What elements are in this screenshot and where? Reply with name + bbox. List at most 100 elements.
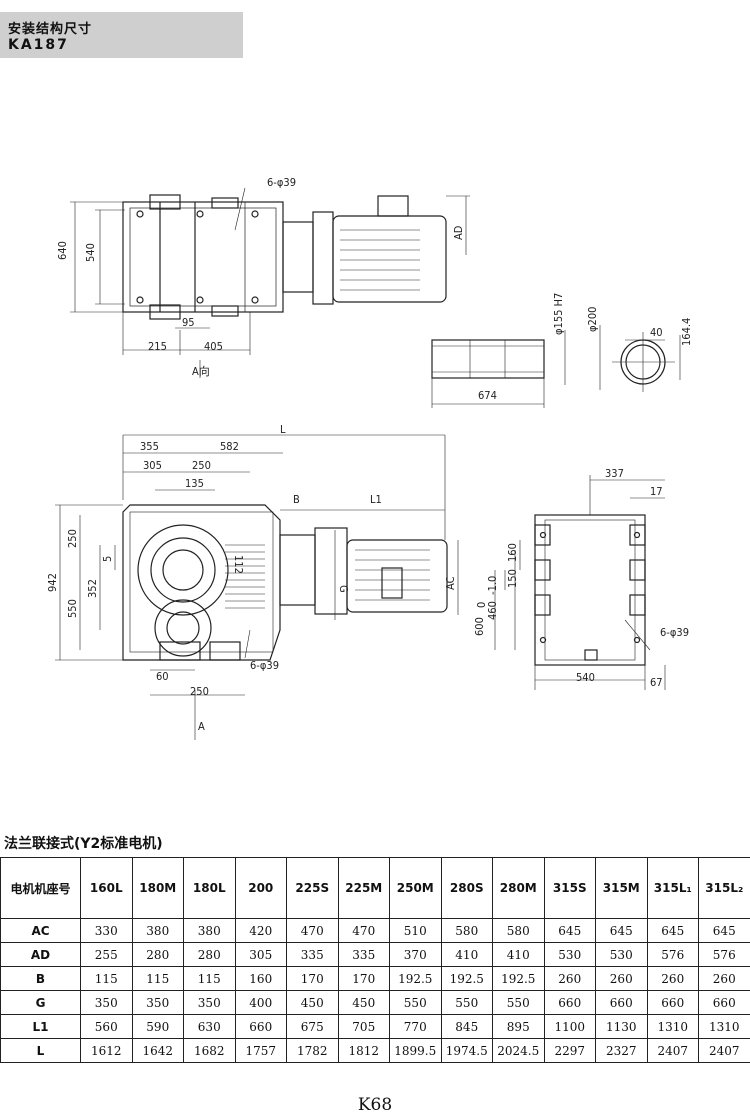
table-header-row: 电机机座号 160L 180M 180L 200 225S 225M 250M … <box>0 857 750 919</box>
side-view-outline <box>534 514 646 666</box>
dim-460: 460 <box>486 601 499 620</box>
table-cell: 705 <box>337 1014 390 1039</box>
row-label: B <box>0 966 81 991</box>
table-cell: 350 <box>183 990 236 1015</box>
view-a-arrow-label: A <box>198 720 205 733</box>
table-cell: 660 <box>234 1014 287 1039</box>
table-cell: 645 <box>543 918 596 943</box>
table-cell: 1100 <box>543 1014 596 1039</box>
dim-582: 582 <box>220 440 239 453</box>
top-view-outline <box>122 194 470 320</box>
top-hole-label: 6-φ39 <box>267 176 296 189</box>
table-cell: 2297 <box>543 1038 596 1063</box>
table-cell: 280 <box>183 942 236 967</box>
table-cell: 845 <box>440 1014 493 1039</box>
table-cell: 192.5 <box>389 966 442 991</box>
table-cell: 1310 <box>698 1014 750 1039</box>
table-cell: 350 <box>131 990 184 1015</box>
table-cell: 1310 <box>646 1014 699 1039</box>
table-cell: 260 <box>646 966 699 991</box>
table-cell: 645 <box>698 918 750 943</box>
dim-ad: AD <box>452 225 465 240</box>
front-view-outline <box>122 504 448 661</box>
view-a-label: A向 <box>192 364 210 378</box>
column-header: 160L <box>80 857 133 919</box>
column-header: 315L₂ <box>698 857 750 919</box>
column-header: 280S <box>440 857 493 919</box>
side-hole-label: 6-φ39 <box>660 626 689 639</box>
table-cell: 260 <box>543 966 596 991</box>
table-cell: 895 <box>492 1014 545 1039</box>
table-cell: 170 <box>337 966 390 991</box>
table-cell: 1642 <box>131 1038 184 1063</box>
table-cell: 470 <box>337 918 390 943</box>
dim-550-left: 550 <box>66 599 79 618</box>
dim-640: 640 <box>56 241 69 260</box>
table-cell: 1612 <box>80 1038 133 1063</box>
dim-250-left: 250 <box>66 529 79 548</box>
shaft-view-outline <box>431 325 681 408</box>
table-cell: 560 <box>80 1014 133 1039</box>
row-label: AD <box>0 942 81 967</box>
table-cell: 576 <box>646 942 699 967</box>
table-cell: 1682 <box>183 1038 236 1063</box>
table-cell: 160 <box>234 966 287 991</box>
dimension-table: 电机机座号 160L 180M 180L 200 225S 225M 250M … <box>0 857 750 1063</box>
dim-b: B <box>293 493 300 506</box>
table-cell: 660 <box>543 990 596 1015</box>
table-cell: 470 <box>286 918 339 943</box>
table-cell: 1782 <box>286 1038 339 1063</box>
technical-drawing: 6-φ39 640 540 95 215 405 A向 AD φ155 H7 φ… <box>46 176 693 740</box>
table-cell: 450 <box>337 990 390 1015</box>
dim-600-tol-upper: 0 <box>475 602 488 608</box>
table-cell: 260 <box>698 966 750 991</box>
dim-phi200: φ200 <box>586 307 599 332</box>
title-box <box>0 12 243 58</box>
dim-674: 674 <box>478 389 497 402</box>
table-cell: 1757 <box>234 1038 287 1063</box>
table-cell: 192.5 <box>492 966 545 991</box>
dim-600: 600 <box>473 617 486 636</box>
table-cell: 1812 <box>337 1038 390 1063</box>
column-header: 280M <box>492 857 545 919</box>
dim-40: 40 <box>650 326 663 339</box>
column-header: 180M <box>131 857 184 919</box>
table-cell: 645 <box>595 918 648 943</box>
table-cell: 770 <box>389 1014 442 1039</box>
table-cell: 590 <box>131 1014 184 1039</box>
table-cell: 2407 <box>646 1038 699 1063</box>
table-cell: 510 <box>389 918 442 943</box>
table-cell: 350 <box>80 990 133 1015</box>
table-cell: 380 <box>131 918 184 943</box>
column-header: 315L₁ <box>646 857 699 919</box>
dim-135: 135 <box>185 477 204 490</box>
table-cell: 550 <box>389 990 442 1015</box>
dim-5: 5 <box>101 556 114 562</box>
table-cell: 115 <box>131 966 184 991</box>
dim-540: 540 <box>84 243 97 262</box>
dim-355: 355 <box>140 440 159 453</box>
row-label: G <box>0 990 81 1015</box>
table-cell: 576 <box>698 942 750 967</box>
table-cell: 260 <box>595 966 648 991</box>
table-corner-header: 电机机座号 <box>0 857 81 919</box>
table-cell: 660 <box>698 990 750 1015</box>
dim-l1: L1 <box>370 493 382 506</box>
table-cell: 530 <box>595 942 648 967</box>
dim-67: 67 <box>650 676 663 689</box>
table-cell: 660 <box>595 990 648 1015</box>
dim-215: 215 <box>148 340 167 353</box>
table-cell: 660 <box>646 990 699 1015</box>
table-cell: 380 <box>183 918 236 943</box>
column-header: 180L <box>183 857 236 919</box>
dim-phi155: φ155 H7 <box>552 293 565 335</box>
table-cell: 580 <box>492 918 545 943</box>
dim-60: 60 <box>156 670 169 683</box>
table-cell: 1974.5 <box>440 1038 493 1063</box>
table-cell: 192.5 <box>440 966 493 991</box>
table-cell: 2024.5 <box>492 1038 545 1063</box>
